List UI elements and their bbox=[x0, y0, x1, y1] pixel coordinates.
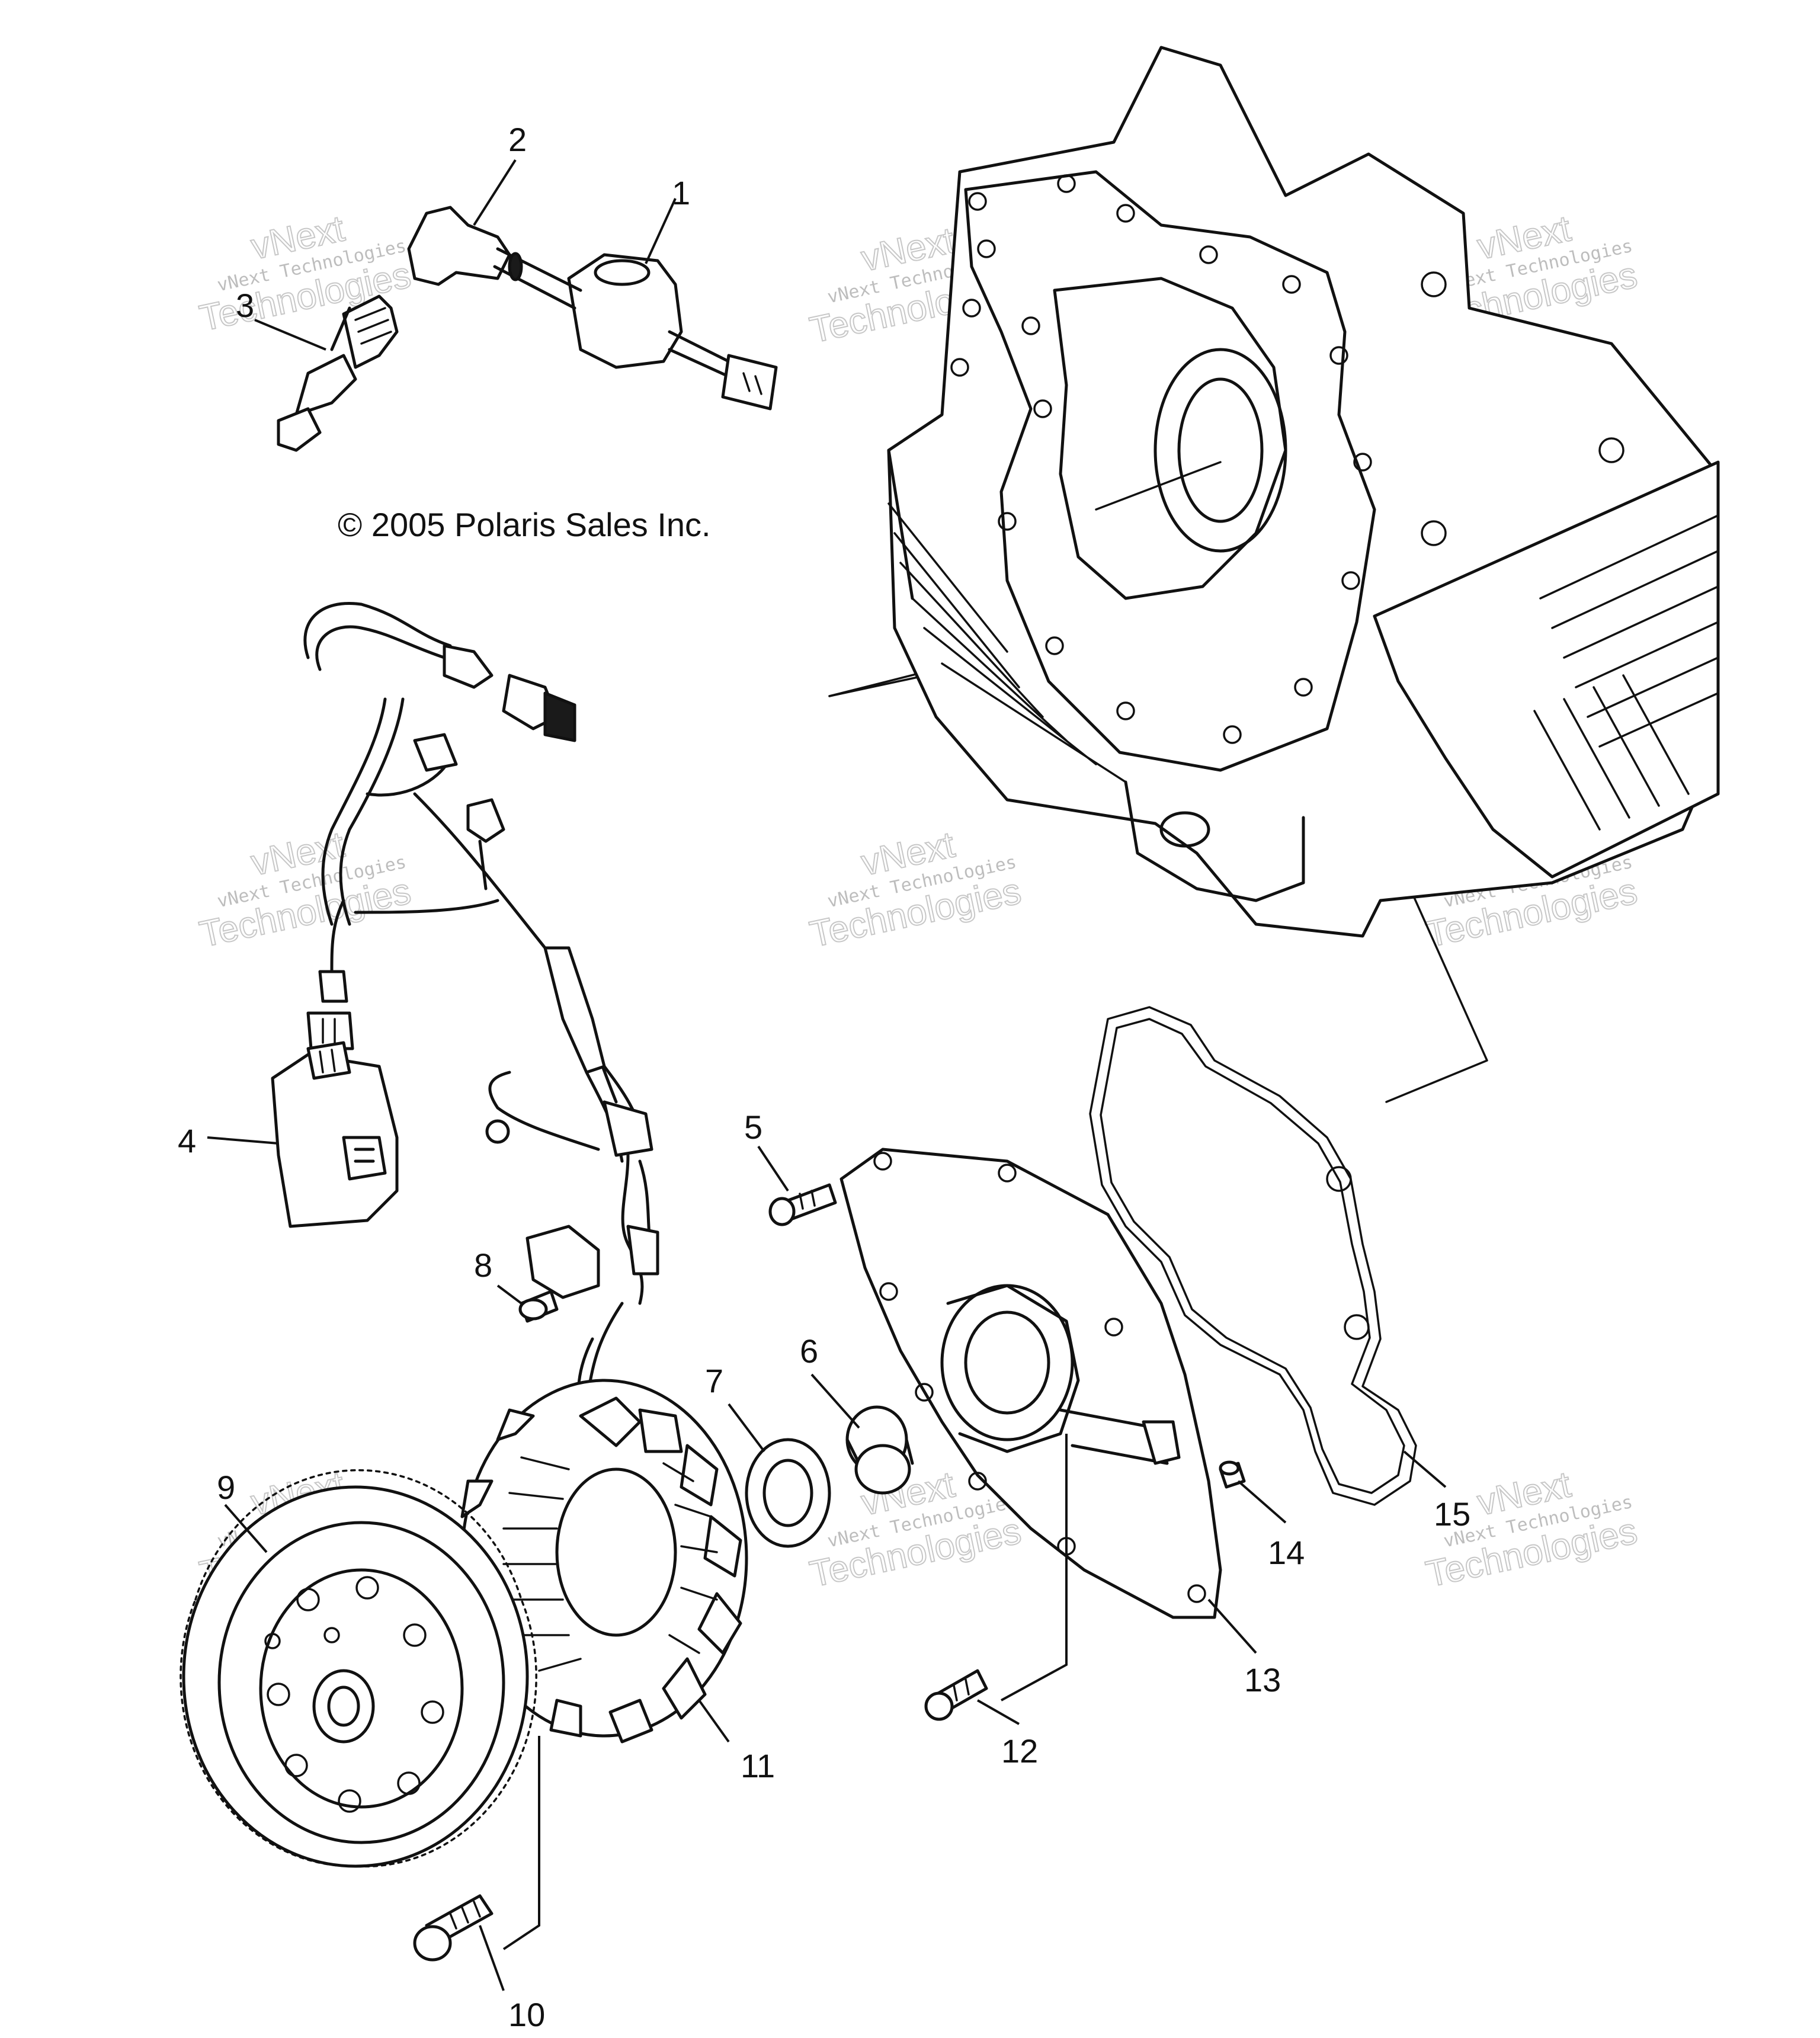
cooling-fins bbox=[887, 448, 1127, 783]
flange-bolt-holes bbox=[950, 174, 1624, 744]
wiring-harness bbox=[303, 602, 659, 1438]
cdi-module bbox=[271, 1041, 399, 1228]
callout-14: 14 bbox=[1268, 1534, 1305, 1571]
gasket bbox=[1089, 1006, 1417, 1506]
callout-15: 15 bbox=[1434, 1495, 1470, 1533]
stator-cover bbox=[839, 1148, 1222, 1619]
flywheel-holes bbox=[264, 1576, 444, 1813]
copyright-notice: © 2005 Polaris Sales Inc. bbox=[338, 506, 711, 543]
cover-bolt-holes bbox=[873, 1152, 1206, 1603]
callout-10: 10 bbox=[508, 1996, 545, 2033]
callout-7: 7 bbox=[705, 1362, 723, 1399]
cylinder-head-fins bbox=[1373, 460, 1720, 879]
flywheel bbox=[180, 1469, 537, 1868]
callout-8: 8 bbox=[474, 1246, 492, 1284]
callout-12: 12 bbox=[1001, 1732, 1038, 1770]
callout-4: 4 bbox=[178, 1122, 196, 1159]
engine-crankcase bbox=[828, 46, 1720, 1103]
watermark-4: vNext vNext Technologies Technologies bbox=[196, 823, 415, 956]
callout-13: 13 bbox=[1244, 1661, 1281, 1699]
callout-1: 1 bbox=[672, 174, 690, 212]
callouts: 1 2 3 4 5 6 7 8 9 10 11 12 13 14 15 bbox=[178, 121, 1470, 2033]
callout-2: 2 bbox=[508, 121, 527, 158]
bolt-12 bbox=[924, 1669, 988, 1721]
callout-11: 11 bbox=[741, 1747, 775, 1784]
oil-seal bbox=[745, 1438, 831, 1548]
callout-6: 6 bbox=[800, 1332, 818, 1370]
callout-9: 9 bbox=[217, 1469, 235, 1506]
spark-plug bbox=[277, 294, 399, 452]
stator bbox=[460, 1379, 748, 1744]
ignition-coil bbox=[567, 253, 778, 411]
spark-plug-cap bbox=[407, 206, 582, 310]
watermark-5: vNext vNext Technologies Technologies bbox=[806, 823, 1025, 956]
leader-lines bbox=[207, 159, 1447, 1991]
callout-3: 3 bbox=[236, 287, 254, 324]
screw-8 bbox=[518, 1290, 559, 1323]
callout-5: 5 bbox=[744, 1108, 762, 1146]
bolt-10 bbox=[413, 1894, 494, 1962]
bolt-5 bbox=[768, 1183, 837, 1226]
bushing bbox=[845, 1405, 914, 1495]
